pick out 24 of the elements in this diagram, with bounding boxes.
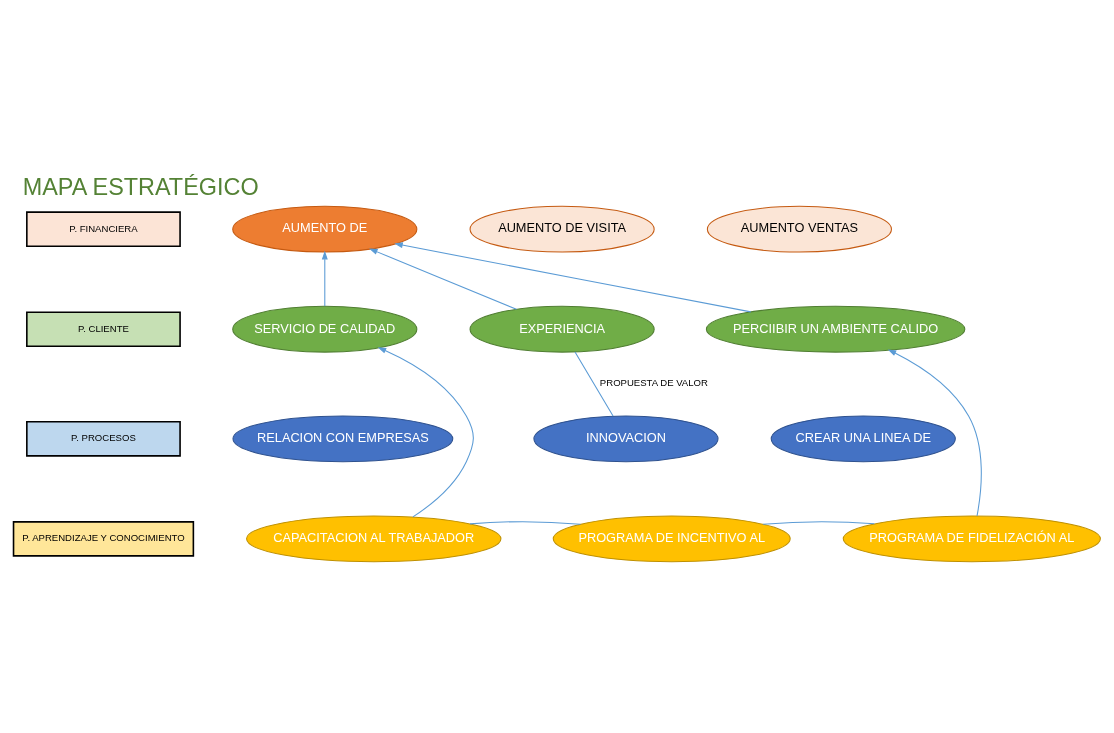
node-ellipse: AUMENTO DE VISITA [469, 205, 655, 253]
node-ellipse: CAPACITACION AL TRABAJADOR [246, 514, 502, 562]
arrow [321, 250, 328, 307]
arrow [377, 346, 474, 517]
connector [574, 351, 614, 417]
node-ellipse: PROGRAMA DE FIDELIZACIÓN AL [842, 514, 1101, 562]
node-ellipse: PROGRAMA DE INCENTIVO AL [552, 514, 791, 562]
diagram-title: MAPA ESTRATÉGICO [22, 173, 259, 200]
edge-label: PROPUESTA DE VALOR [599, 376, 708, 388]
arrow [369, 248, 518, 310]
arrow [887, 348, 982, 516]
node-box: P. FINANCIERA [26, 210, 181, 247]
node-ellipse: CREAR UNA LINEA DE [770, 414, 956, 462]
arrow [394, 241, 752, 312]
node-ellipse: INNOVACION [533, 414, 719, 462]
node-box: P. CLIENTE [26, 310, 181, 347]
node-ellipse: PERCIIBIR UN AMBIENTE CALIDO [705, 305, 966, 353]
node-ellipse: EXPERIENCIA [469, 305, 655, 353]
node-box: P. APRENDIZAJE Y CONOCIMIENTO [12, 520, 195, 557]
connector [469, 520, 581, 525]
connector [762, 520, 875, 525]
node-ellipse: AUMENTO VENTAS [706, 205, 892, 253]
node-box: P. PROCESOS [26, 420, 181, 457]
node-ellipse: RELACION CON EMPRESAS [232, 414, 454, 462]
